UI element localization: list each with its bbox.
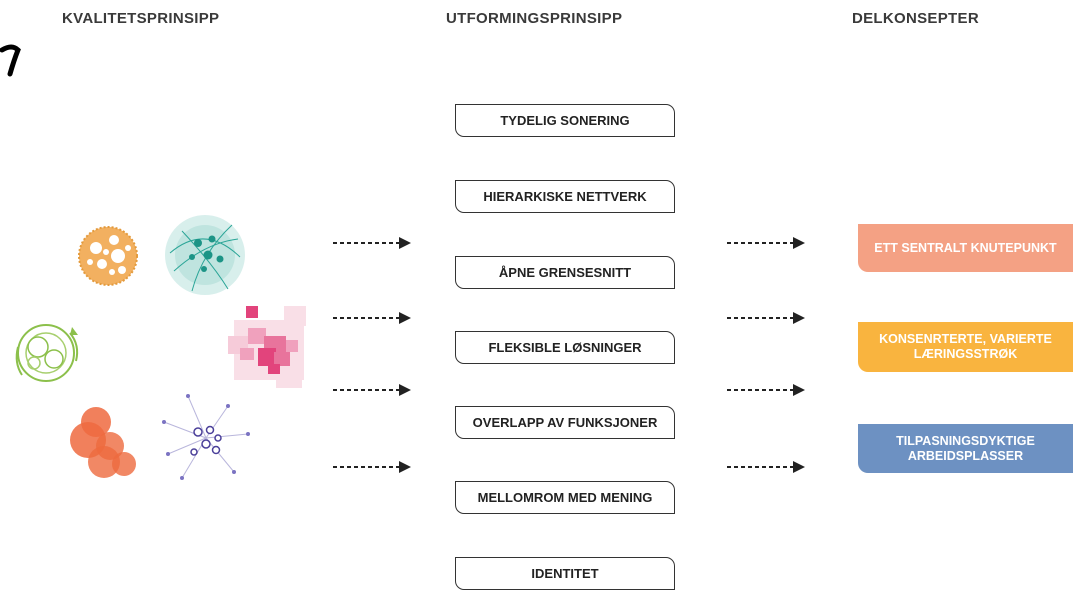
- concept-adaptive-workplaces: TILPASNINGSDYKTIGE ARBEIDSPLASSER: [858, 424, 1073, 473]
- red-overlapping-circles-icon: [70, 407, 136, 478]
- arrow-right-icon: [333, 237, 411, 249]
- arrow-right-icon: [333, 384, 411, 396]
- orange-foam-circle-icon: [78, 226, 138, 286]
- arrow-right-icon: [333, 461, 411, 473]
- concept-learning-zones: KONSENRTERTE, VARIERTE LÆRINGSSTRØK: [858, 322, 1073, 372]
- arrow-right-icon: [727, 237, 805, 249]
- teal-network-globe-icon: [165, 215, 245, 295]
- concept-label: KONSENRTERTE, VARIERTE: [879, 332, 1052, 346]
- concept-label: TILPASNINGSDYKTIGE: [896, 433, 1035, 448]
- design-principle-box: FLEKSIBLE LØSNINGER: [455, 331, 675, 364]
- pen-mark-icon: [0, 44, 21, 77]
- concept-central-hub: ETT SENTRALT KNUTEPUNKT: [858, 224, 1073, 272]
- header-sub-concepts: DELKONSEPTER: [852, 10, 979, 27]
- arrow-right-icon: [333, 312, 411, 324]
- concept-label: LÆRINGSSTRØK: [913, 347, 1018, 361]
- header-design-principles: UTFORMINGSPRINSIPP: [446, 10, 623, 27]
- design-principle-box: OVERLAPP AV FUNKSJONER: [455, 406, 675, 439]
- design-principle-box: ÅPNE GRENSESNITT: [455, 256, 675, 289]
- green-circular-arrows-icon: [15, 324, 79, 382]
- design-principle-box: MELLOMROM MED MENING: [455, 481, 675, 514]
- arrow-right-icon: [727, 461, 805, 473]
- pink-pixel-cluster-icon: [228, 306, 306, 388]
- arrow-right-icon: [727, 384, 805, 396]
- design-principle-box: TYDELIG SONERING: [455, 104, 675, 137]
- concept-label: ARBEIDSPLASSER: [907, 448, 1024, 463]
- header-quality-principles: KVALITETSPRINSIPP: [62, 10, 220, 27]
- arrow-right-icon: [727, 312, 805, 324]
- design-principle-box: HIERARKISKE NETTVERK: [455, 180, 675, 213]
- purple-node-network-icon: [162, 394, 250, 480]
- concept-label: ETT SENTRALT KNUTEPUNKT: [874, 240, 1057, 255]
- design-principle-box: IDENTITET: [455, 557, 675, 590]
